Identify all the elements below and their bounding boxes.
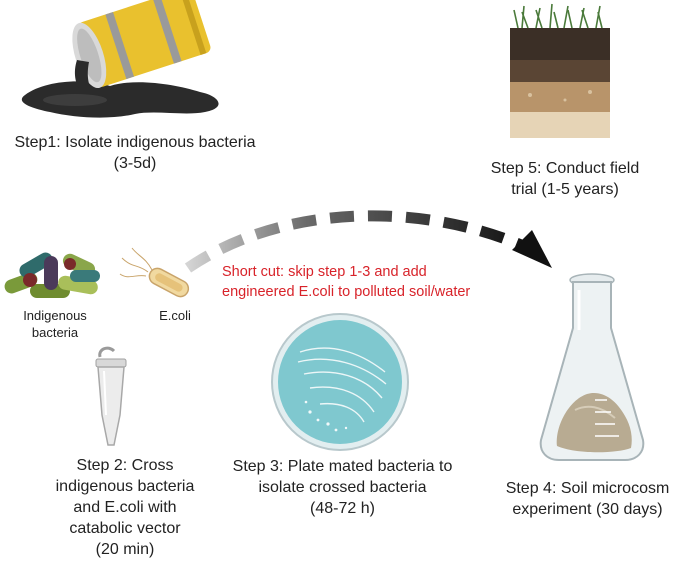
indigenous-bacteria-icon <box>4 252 100 298</box>
step4-caption: Step 4: Soil microcosm experiment (30 da… <box>505 480 670 518</box>
ecoli-label: E.coli <box>159 308 191 323</box>
step5-caption: Step 5: Conduct field trial (1-5 years) <box>490 160 640 198</box>
step2-caption: Step 2: Cross indigenous bacteria and E.… <box>55 457 195 558</box>
step1-caption: Step1: Isolate indigenous bacteria (3-5d… <box>14 134 256 172</box>
soil-profile-icon <box>510 3 610 138</box>
ecoli-icon <box>119 247 190 298</box>
microtube-icon <box>95 346 127 446</box>
step3-caption: Step 3: Plate mated bacteria to isolate … <box>232 458 453 517</box>
indigenous-bacteria-label: Indigenous bacteria <box>23 308 87 340</box>
oil-barrel-icon <box>21 0 219 118</box>
shortcut-note: Short cut: skip step 1-3 and add enginee… <box>222 264 471 300</box>
flask-icon <box>539 273 645 461</box>
petri-dish-icon <box>271 313 409 451</box>
